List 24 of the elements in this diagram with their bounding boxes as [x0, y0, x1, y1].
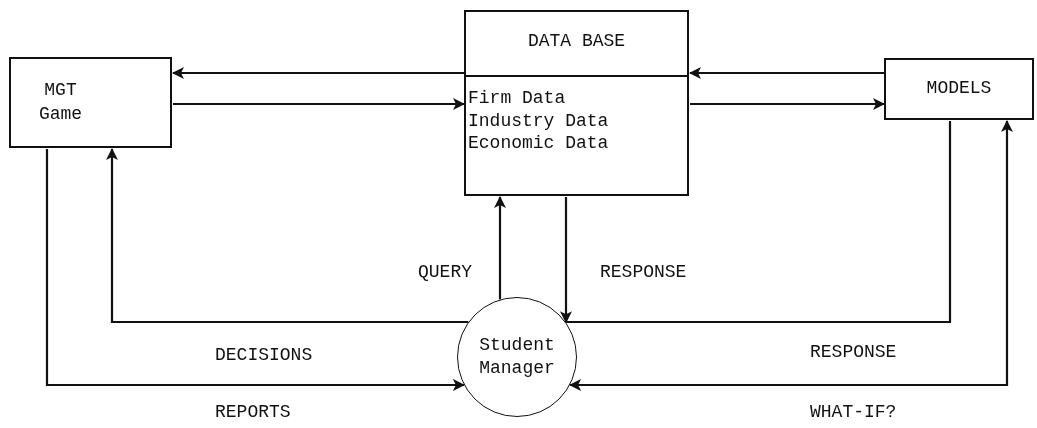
arrow — [689, 67, 884, 79]
box-heading: DATA BASE — [526, 30, 627, 53]
edge-label: WHAT-IF? — [810, 402, 897, 424]
edge-label: DECISIONS — [215, 345, 313, 367]
data-store-box — [464, 10, 689, 196]
arrow — [106, 148, 469, 324]
node-label: MODELS — [926, 77, 992, 101]
arrow — [569, 120, 1013, 391]
arrow — [45, 149, 465, 391]
arrow — [172, 67, 464, 79]
arrow — [690, 98, 885, 110]
data-list: Firm Data Industry Data Economic Data — [468, 87, 618, 155]
node-label: Student Manager — [478, 333, 556, 380]
edge-label: RESPONSE — [600, 262, 687, 284]
edge-label: REPORTS — [215, 402, 291, 424]
node-label: MGT Game — [37, 79, 84, 126]
arrow — [173, 98, 465, 110]
arrow — [560, 197, 572, 324]
edge-label: RESPONSE — [810, 342, 897, 364]
process-box — [9, 57, 172, 148]
process-box — [884, 58, 1034, 120]
connector-line — [565, 121, 952, 324]
arrow — [494, 196, 506, 300]
edge-label: QUERY — [418, 262, 472, 284]
